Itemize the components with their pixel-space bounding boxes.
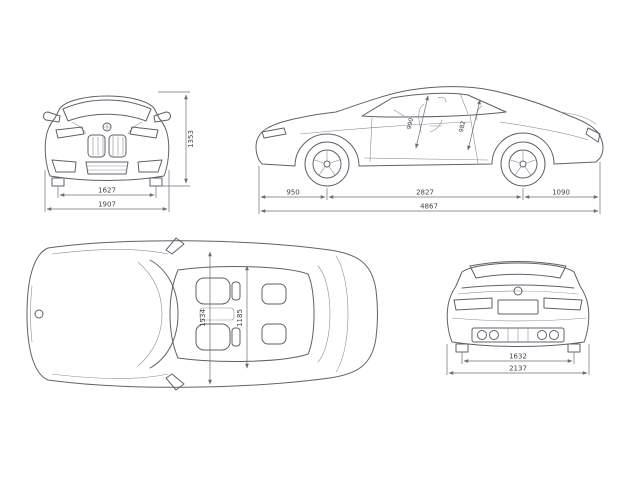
top-view: 1534 1185 bbox=[26, 237, 378, 391]
exhaust-tip bbox=[549, 330, 559, 340]
rear-spoiler-line bbox=[457, 290, 579, 295]
side-body-outline bbox=[255, 86, 604, 167]
rear-seat-left bbox=[261, 283, 287, 305]
top-hood-creases bbox=[51, 249, 169, 379]
top-cowl-arc bbox=[137, 261, 163, 367]
top-mirror-left bbox=[165, 237, 185, 255]
front-height-label: 1353 bbox=[187, 130, 195, 148]
passenger-seat bbox=[195, 323, 231, 351]
side-b-pillar bbox=[459, 92, 469, 115]
front-intake-mesh bbox=[86, 165, 128, 171]
rear-bumper-line bbox=[451, 317, 587, 322]
front-lower-intakes bbox=[51, 159, 163, 175]
exhaust-tip bbox=[537, 330, 547, 340]
overall-length-label: 4867 bbox=[420, 203, 438, 211]
rear-hub bbox=[519, 160, 527, 168]
rear-decklid-line bbox=[461, 284, 575, 289]
front-track-extension-lines bbox=[57, 186, 157, 198]
wheelbase-label: 2827 bbox=[416, 189, 434, 197]
rear-tires bbox=[455, 343, 581, 353]
front-view: 1353 1627 1907 bbox=[43, 91, 195, 212]
top-front-fascia-line bbox=[30, 285, 33, 343]
top-body-outline bbox=[26, 240, 378, 388]
front-hub bbox=[323, 160, 331, 168]
side-character-lines bbox=[299, 111, 597, 161]
rear-wheel-spokes bbox=[509, 149, 537, 176]
cabin-front-dim-line bbox=[415, 95, 429, 149]
side-headlight bbox=[261, 127, 287, 139]
top-windshield-arc bbox=[149, 259, 179, 369]
top-outer-width-label: 1534 bbox=[199, 309, 207, 327]
side-taillight bbox=[585, 127, 601, 143]
cabin-front-label: 990 bbox=[406, 117, 415, 130]
front-overhang-label: 950 bbox=[286, 189, 299, 197]
rear-overhang-label: 1090 bbox=[552, 189, 570, 197]
top-inner-width-label: 1185 bbox=[236, 309, 244, 327]
license-plate-recess bbox=[497, 299, 539, 315]
side-view: 990 982 950 2827 1090 4867 bbox=[255, 86, 604, 214]
rear-view: 1632 2137 bbox=[446, 261, 590, 375]
front-windshield bbox=[62, 99, 152, 122]
front-headlights bbox=[55, 126, 159, 139]
front-kidney-grille-right bbox=[108, 134, 127, 158]
top-mirror-right bbox=[165, 373, 185, 391]
front-wheel-spokes bbox=[313, 149, 341, 176]
front-height-extension-lines bbox=[158, 91, 190, 187]
rear-track-label: 1632 bbox=[509, 353, 527, 361]
bmw-roundel-top-icon bbox=[34, 309, 44, 319]
front-hood-creases bbox=[71, 121, 143, 135]
side-extension-lines bbox=[258, 162, 601, 214]
diffuser-fins bbox=[507, 327, 529, 343]
front-mirror-left bbox=[43, 111, 61, 123]
front-mirror-right bbox=[153, 111, 171, 123]
cabin-rear-label: 982 bbox=[458, 120, 467, 133]
center-console bbox=[199, 307, 235, 321]
driver-headrest bbox=[231, 281, 241, 301]
front-width-label: 1907 bbox=[98, 201, 116, 209]
rear-width-label: 2137 bbox=[509, 365, 527, 373]
front-width-extension-lines bbox=[44, 170, 170, 212]
top-cabin-opening bbox=[169, 266, 315, 362]
bmw-roundel-rear-icon bbox=[513, 286, 523, 296]
exhaust-tip bbox=[489, 330, 499, 340]
front-track-label: 1627 bbox=[98, 187, 116, 195]
front-kidney-grille-left bbox=[87, 134, 106, 158]
passenger-headrest bbox=[231, 327, 241, 347]
rear-seat-right bbox=[261, 323, 287, 345]
rear-track-extension-lines bbox=[461, 352, 575, 364]
driver-seat bbox=[195, 277, 231, 305]
top-rear-deck-lines bbox=[317, 255, 349, 373]
front-wheel bbox=[304, 141, 350, 187]
rear-wheel bbox=[500, 141, 546, 187]
rear-taillights bbox=[453, 297, 583, 311]
exhaust-tip bbox=[477, 330, 487, 340]
rear-width-extension-lines bbox=[446, 344, 590, 375]
cabin-rear-dim-line bbox=[467, 99, 481, 151]
front-tires bbox=[51, 177, 163, 187]
front-body-outline bbox=[44, 95, 170, 181]
front-grille-slats bbox=[92, 135, 124, 157]
rear-window bbox=[469, 261, 567, 279]
bmw-roundel-cross bbox=[102, 122, 112, 132]
